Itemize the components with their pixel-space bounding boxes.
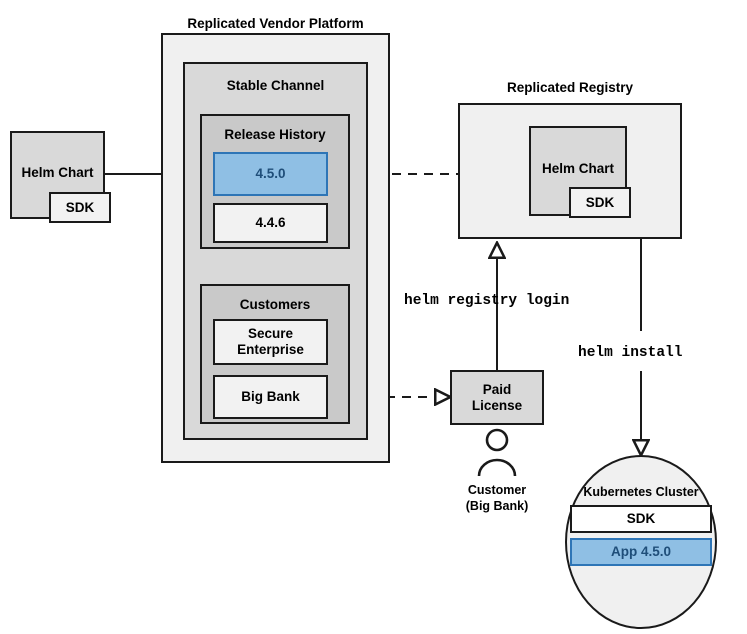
cmd-helm-install: helm install <box>578 345 683 361</box>
paid-license-box[interactable]: Paid License <box>450 370 544 425</box>
release-history-title: Release History <box>224 127 326 142</box>
customers-title: Customers <box>239 297 311 312</box>
cluster-item-sdk[interactable]: SDK <box>570 505 712 533</box>
release-item-4-5-0[interactable]: 4.5.0 <box>213 152 328 196</box>
registry-sdk-box[interactable]: SDK <box>569 187 631 218</box>
registry-title: Replicated Registry <box>506 80 634 95</box>
release-version-label: 4.5.0 <box>255 166 286 182</box>
registry-sdk-label: SDK <box>585 194 615 210</box>
cluster-item-label: App 4.5.0 <box>610 544 672 560</box>
release-version-label: 4.4.6 <box>255 215 286 231</box>
person-icon <box>472 428 522 478</box>
release-item-4-4-6[interactable]: 4.4.6 <box>213 203 328 243</box>
cluster-item-app[interactable]: App 4.5.0 <box>570 538 712 566</box>
customer-actor-caption: Customer (Big Bank) <box>465 483 529 513</box>
customer-big-bank[interactable]: Big Bank <box>213 375 328 419</box>
stable-channel-title: Stable Channel <box>226 78 325 93</box>
helm-chart-label: Helm Chart <box>21 165 94 180</box>
cmd-helm-registry-login: helm registry login <box>404 293 570 309</box>
cluster-title: Kubernetes Cluster <box>583 485 699 499</box>
customer-name-label: Big Bank <box>241 389 300 405</box>
customer-secure-enterprise[interactable]: Secure Enterprise <box>213 319 328 365</box>
cluster-item-label: SDK <box>626 511 656 527</box>
customer-name-label: Secure Enterprise <box>237 326 304 357</box>
registry-helm-chart-label: Helm Chart <box>541 161 614 176</box>
helm-chart-sdk-box[interactable]: SDK <box>49 192 111 223</box>
paid-license-label: Paid License <box>471 381 523 413</box>
helm-chart-sdk-label: SDK <box>65 199 95 215</box>
vendor-platform-title: Replicated Vendor Platform <box>187 16 364 31</box>
